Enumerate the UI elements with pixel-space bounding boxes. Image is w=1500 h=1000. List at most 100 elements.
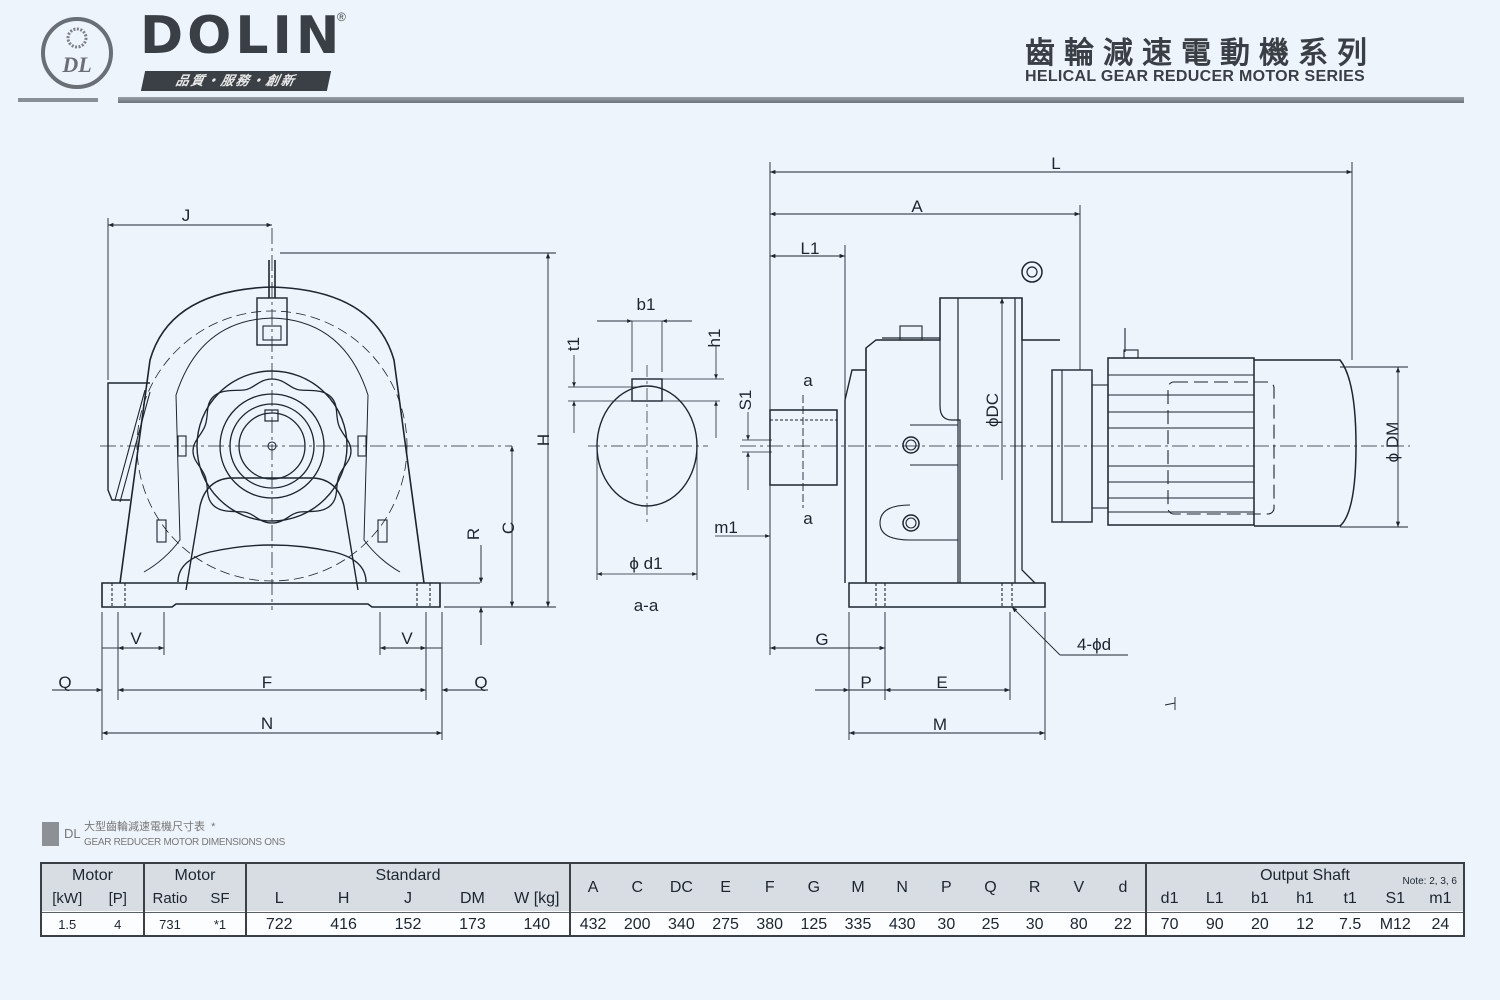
label-section-aa: a-a [634, 596, 659, 615]
col-L1: L1 [1205, 890, 1224, 907]
output-shaft-cols: d1 L1 b1 h1 t1 S1 m1 [1147, 887, 1463, 911]
val-kw: 1.5 [58, 917, 77, 932]
emblem-text: DL [61, 52, 91, 77]
series-title-zh: 齒輪減速電動機系列 [1025, 37, 1376, 70]
label-d1: ϕ d1 [629, 554, 662, 573]
caption-title-zh: 大型齒輪減速電機尺寸表 * [84, 818, 215, 834]
dimensions-group-cols: A C DC E F G M N P Q R V d [571, 864, 1145, 911]
registered-mark: ® [337, 10, 346, 24]
label-V-left: V [130, 629, 142, 648]
col-E: E [720, 878, 731, 896]
brand-name: DOLIN [140, 6, 344, 66]
motor-group-cols: [kW] [P] [42, 887, 143, 911]
val-DM: 173 [459, 916, 486, 933]
front-view [100, 228, 512, 610]
label-C: C [499, 522, 518, 534]
caption-zh-text: 大型齒輪減速電機尺寸表 [84, 821, 205, 833]
label-F: F [262, 673, 272, 692]
label-P: P [860, 673, 871, 692]
val-ratio: 731 [159, 917, 181, 932]
val-R: 30 [1025, 916, 1044, 933]
val-d: 22 [1114, 916, 1132, 933]
header-rule-left [18, 98, 98, 102]
label-DC: ϕDC [983, 393, 1002, 427]
label-t1: t1 [564, 337, 583, 351]
label-Q-right: Q [474, 673, 487, 692]
col-J: J [404, 890, 413, 907]
val-M: 335 [844, 916, 872, 933]
col-t1: t1 [1343, 890, 1357, 907]
col-M: M [851, 878, 865, 896]
val-A: 432 [579, 916, 607, 933]
label-L1: L1 [801, 239, 820, 258]
label-h1: h1 [705, 329, 724, 348]
caption-prefix: DL [64, 826, 81, 841]
col-P: P [940, 878, 952, 896]
val-H: 416 [330, 916, 357, 933]
caption-marker [42, 822, 59, 846]
standard-group: Standard L H J DM W [kg] 722 416 152 173… [247, 864, 571, 935]
shaft-section [568, 319, 772, 580]
side-view [740, 261, 1410, 608]
label-L: L [1051, 154, 1060, 173]
val-m1: 24 [1431, 916, 1450, 933]
output-shaft-values: 70 90 20 12 7.5 M12 24 [1147, 912, 1463, 937]
label-Q-left: Q [58, 673, 71, 692]
label-m1: m1 [714, 518, 738, 537]
col-W: W [kg] [514, 890, 560, 907]
ratio-group: Motor Ratio SF 731 *1 [145, 864, 247, 935]
col-S1: S1 [1385, 890, 1406, 907]
brand-slogan: 品質・服務・創新 [140, 71, 332, 91]
motor-group: Motor [kW] [P] 1.5 4 [42, 864, 145, 935]
col-kw: [kW] [52, 890, 83, 907]
val-P: 30 [937, 916, 956, 933]
label-b1: b1 [637, 295, 656, 314]
val-G: 125 [800, 916, 828, 933]
standard-group-cols: L H J DM W [kg] [247, 887, 569, 911]
col-F: F [764, 878, 775, 896]
col-Q: Q [984, 878, 997, 896]
val-L1: 90 [1205, 916, 1224, 933]
label-N: N [261, 714, 273, 733]
output-shaft-group: Output Shaft Note: 2, 3, 6 d1 L1 b1 h1 t… [1147, 864, 1463, 935]
output-shaft-note: Note: 2, 3, 6 [1402, 876, 1457, 887]
col-C: C [631, 878, 644, 896]
col-G: G [807, 878, 821, 896]
series-title-en: HELICAL GEAR REDUCER MOTOR SERIES [1025, 68, 1366, 85]
header-rule [118, 97, 1464, 103]
val-J: 152 [394, 916, 422, 933]
col-H: H [337, 890, 350, 907]
logo-emblem: DL [41, 17, 113, 89]
val-Q: 25 [981, 916, 1000, 933]
label-V-right: V [401, 629, 413, 648]
caption-title-en: GEAR REDUCER MOTOR DIMENSIONS ONS [84, 837, 286, 848]
label-H: H [534, 434, 553, 446]
col-ratio: Ratio [152, 890, 188, 907]
technical-drawing: J H C R V V Q F Q N b1 t1 h1 S1 ϕ d1 a-a… [52, 154, 1410, 740]
val-L: 722 [265, 916, 293, 933]
col-d: d [1118, 878, 1128, 896]
val-E: 275 [712, 916, 739, 933]
label-S1: S1 [736, 390, 755, 411]
col-m1: m1 [1429, 890, 1452, 907]
ratio-group-cols: Ratio SF [145, 887, 245, 911]
standard-group-title: Standard [247, 864, 569, 888]
output-shaft-title-text: Output Shaft [1260, 867, 1350, 884]
dimensions-group: A C DC E F G M N P Q R V d 432 200 340 2… [571, 864, 1147, 935]
label-a-bottom: a [803, 509, 813, 528]
col-A: A [587, 878, 599, 896]
val-d1: 70 [1160, 916, 1179, 933]
val-F: 380 [756, 916, 784, 933]
val-sf: *1 [213, 917, 227, 932]
val-C: 200 [623, 916, 651, 933]
spec-table: Motor [kW] [P] 1.5 4 Motor Ratio SF 731 … [40, 862, 1465, 937]
label-holes: 4-ϕd [1077, 635, 1111, 654]
motor-group-values: 1.5 4 [42, 912, 143, 937]
motor-group-title: Motor [42, 864, 143, 888]
ratio-group-values: 731 *1 [145, 912, 245, 937]
col-h1: h1 [1296, 890, 1314, 907]
val-V: 80 [1069, 916, 1088, 933]
col-d1: d1 [1160, 890, 1179, 907]
standard-group-values: 722 416 152 173 140 [247, 912, 569, 937]
col-L: L [274, 890, 284, 907]
